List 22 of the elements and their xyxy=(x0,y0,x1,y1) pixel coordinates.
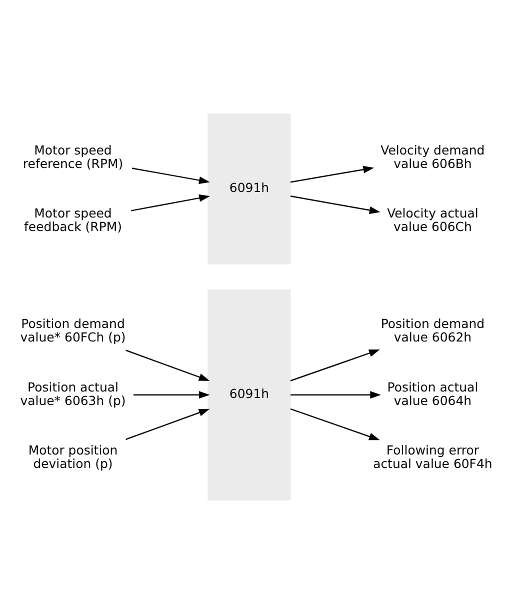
node-text: Motor speed feedback (RPM) xyxy=(24,205,122,234)
arrow xyxy=(126,408,210,440)
arrow xyxy=(290,408,380,440)
node-text: Following error actual value 60F4h xyxy=(373,442,492,471)
node-text: Motor position deviation (p) xyxy=(28,442,118,471)
arrow xyxy=(290,349,380,381)
arrow xyxy=(290,195,380,214)
node-text: Motor speed reference (RPM) xyxy=(22,142,124,170)
node-text: Position actual value* 6063h (p) xyxy=(20,378,126,408)
node-box: 6091h xyxy=(208,288,291,500)
arrow xyxy=(290,165,374,182)
arrow xyxy=(134,390,210,398)
node-box: 6091h xyxy=(208,113,291,264)
arrow xyxy=(130,194,210,211)
arrow xyxy=(132,167,210,184)
node-text: Velocity actual value 606Ch xyxy=(387,205,478,234)
node-text: Position demand value* 60FCh (p) xyxy=(20,315,126,344)
node-text: Position actual value 6064h xyxy=(387,378,478,408)
node-text: Position demand value 6062h xyxy=(380,315,485,344)
arrow xyxy=(290,390,381,398)
node-text: Velocity demand value 606Bh xyxy=(380,142,485,170)
arrow xyxy=(126,349,210,380)
